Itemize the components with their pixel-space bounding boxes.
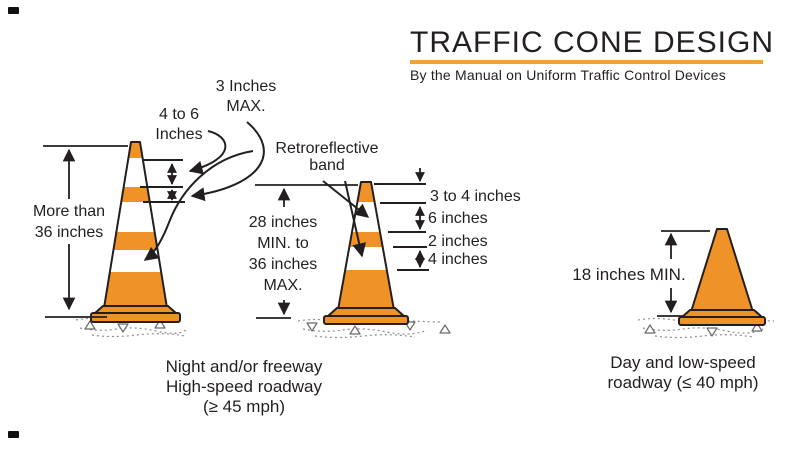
page-subtitle: By the Manual on Uniform Traffic Control… <box>410 67 726 83</box>
three-inches-max-leader-arrow <box>190 121 265 202</box>
small-cone-dimension-lines <box>657 230 710 317</box>
corner-mark-bottom <box>8 431 19 438</box>
small-cone <box>678 228 766 326</box>
four-to-six-leader-arrow <box>188 130 227 175</box>
caption-small-cone: Day and low-speed roadway (≤ 40 mph) <box>607 353 759 392</box>
leader-arrows <box>143 121 370 261</box>
mid-cone-dimension-lines <box>255 168 429 319</box>
ground-texture-right <box>637 317 775 339</box>
label-band-gap: 2 inches <box>428 233 488 250</box>
label-small-cone-height: 18 inches MIN. <box>572 265 686 285</box>
label-3-inches-max: 3 Inches MAX. <box>215 78 277 115</box>
label-mid-cone-height: 28 inches MIN. to 36 inches MAX. <box>248 212 318 296</box>
label-retroreflective-band: Retroreflective band <box>275 140 379 174</box>
caption-tall-cone: Night and/or freeway High-speed roadway … <box>165 357 323 416</box>
retroreflective-band-upper-arrow <box>322 180 370 218</box>
page-title: TRAFFIC CONE DESIGN <box>410 26 775 59</box>
label-top-offset: 3 to 4 inches <box>430 188 521 205</box>
label-4-to-6-inches: 4 to 6 Inches <box>155 106 203 143</box>
label-tall-cone-height: More than 36 inches <box>32 201 106 243</box>
retroreflective-band-left-arrow <box>143 150 254 261</box>
label-lower-band: 4 inches <box>428 251 488 268</box>
label-upper-band: 6 inches <box>428 210 488 227</box>
corner-mark-top <box>8 7 19 14</box>
retroreflective-band-lower-arrow <box>344 180 367 258</box>
title-underline <box>410 60 763 64</box>
